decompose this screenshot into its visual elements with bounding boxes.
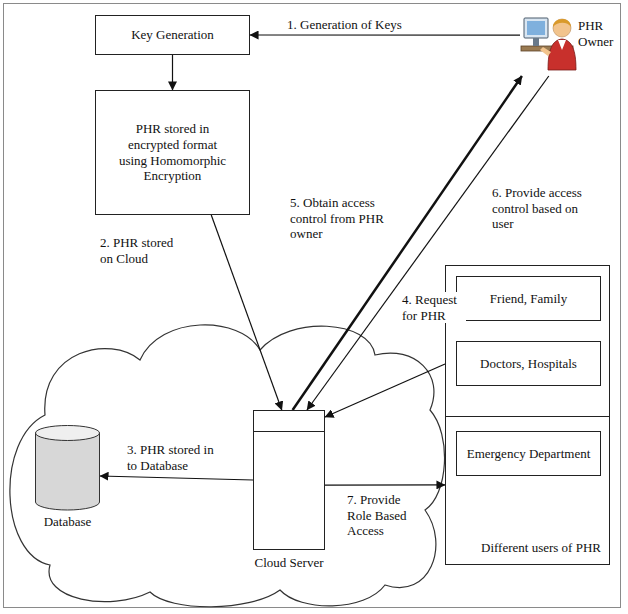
server-box: Cloud Server: [253, 410, 325, 550]
process-box: Key Generation: [95, 15, 250, 55]
edge-label: 4. Request for PHR: [400, 292, 466, 323]
connector-arrow: [172, 55, 173, 90]
box-label: Doctors, Hospitals: [480, 356, 577, 372]
user-box: Doctors, Hospitals: [456, 341, 601, 386]
connector-arrow: [211, 215, 282, 410]
owner-icon: [521, 18, 576, 70]
box-label: Friend, Family: [490, 291, 567, 307]
process-box: PHR stored in encrypted format using Hom…: [95, 90, 250, 215]
edge-label: 6. Provide access control based on user: [490, 185, 594, 232]
cylinder-outline: [35, 425, 100, 510]
cloud-outline: [10, 325, 445, 607]
image-frame: [4, 4, 621, 608]
group-heading: Different users of PHR: [481, 540, 601, 556]
cylinder-top: [36, 426, 100, 441]
server-top-panel: [254, 411, 324, 432]
user-box: Emergency Department: [456, 431, 601, 476]
node-caption: Database: [44, 514, 92, 530]
edge-label: 3. PHR stored in to Database: [125, 442, 217, 473]
group-divider: [446, 416, 609, 417]
edge-label: 1. Generation of Keys: [285, 17, 404, 33]
cylinder-body: [36, 433, 100, 510]
box-label: PHR stored in encrypted format using Hom…: [118, 121, 228, 183]
user-group-box: Different users of PHR Friend, FamilyDoct…: [445, 265, 610, 565]
node-caption: Cloud Server: [255, 555, 324, 571]
connector-arrow: [325, 364, 445, 417]
edge-label: 5. Obtain access control from PHR owner: [288, 195, 397, 242]
connector-arrow: [325, 484, 445, 485]
connector-arrow: [100, 476, 253, 480]
box-label: Key Generation: [131, 27, 214, 43]
connector-arrow: [250, 34, 520, 35]
edge-label: 2. PHR stored on Cloud: [98, 235, 187, 266]
box-label: Emergency Department: [467, 446, 591, 462]
actor-node: PHR Owner: [520, 8, 616, 76]
edge-label: 7. Provide Role Based Access: [345, 492, 424, 539]
user-box: Friend, Family: [456, 276, 601, 321]
database-cylinder: Database: [35, 425, 100, 510]
node-caption: PHR Owner: [578, 18, 616, 49]
